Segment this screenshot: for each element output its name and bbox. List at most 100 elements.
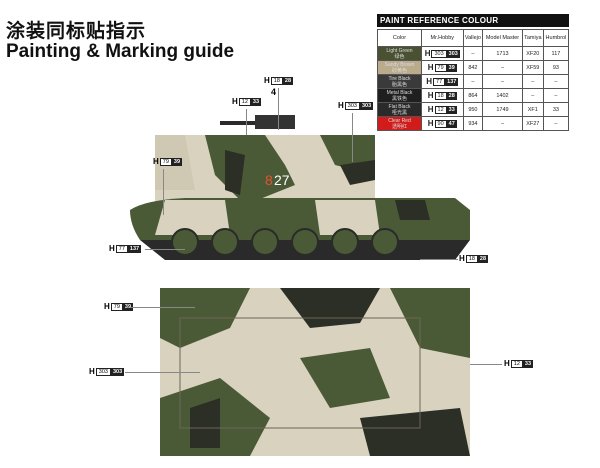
code-h: 77 [433,77,446,86]
code-c: 303 [359,101,374,110]
code-h: 12 [434,105,447,114]
code-c: 28 [477,254,489,263]
leader-line [130,307,195,308]
code-prefix: H [426,77,433,86]
humbrol: – [542,74,570,89]
model-master: 1749 [482,102,523,117]
model-master: 1402 [482,88,523,103]
color-name-cn: 透明红 [391,123,407,130]
tamiya: XF1 [521,102,544,117]
color-name: Light Green [386,47,413,54]
code-prefix: H [104,302,110,311]
leader-line [125,372,200,373]
tamiya: – [521,74,544,89]
code-prefix: H [427,63,434,72]
code-c: 47 [446,119,457,128]
humbrol: – [542,116,570,131]
code-c: 303 [110,367,125,376]
color-name: Flat Black [388,103,411,110]
leader-line [163,169,164,215]
code-h: 79 [434,63,447,72]
column-header: Vallejo [462,29,484,47]
code-c: 303 [446,49,460,58]
vallejo: – [462,46,484,61]
humbrol: – [542,88,570,103]
code-prefix: H [338,101,344,110]
model-master: 1713 [482,46,523,61]
column-header: Humbrol [542,29,570,47]
code-h: 18 [465,254,478,263]
vallejo: 842 [462,60,484,75]
code-c: 33 [250,97,262,106]
column-header: Color [377,29,422,47]
code-h: 79 [110,302,123,311]
code-h: 90 [434,119,447,128]
color-name: Sandy Brown [384,61,415,68]
title-english: Painting & Marking guide [6,41,235,62]
code-c: 39 [171,157,183,166]
humbrol: 33 [542,102,570,117]
column-header: Mr.Hobby [421,29,464,47]
code-c: 39 [122,302,134,311]
tank-side-view: 8 27 [130,115,470,260]
code-prefix: H [427,105,434,114]
code-prefix: H [427,119,434,128]
vallejo: – [462,74,484,89]
code-h: 79 [159,157,172,166]
hull-number-red: 8 [265,172,273,188]
leader-line [145,249,185,250]
color-name: Tire Black [388,75,411,82]
tamiya: XF59 [521,60,544,75]
leader-line [278,88,279,130]
code-c: 39 [446,63,457,72]
color-name-cn: 黑铁色 [391,95,407,102]
tamiya: XF27 [521,116,544,131]
color-name-cn: 砂黄色 [391,67,407,74]
code-c: 137 [445,77,459,86]
leader-line [420,259,458,260]
code-prefix: H [153,157,159,166]
column-header: Tamiya [521,29,544,47]
code-c: 137 [127,244,142,253]
title-chinese: 涂装同标贴指示 [6,20,147,42]
leader-line [470,364,502,365]
tank-top-view [160,288,470,456]
code-h: 12 [238,97,251,106]
code-c: 28 [446,91,457,100]
code-h: 18 [434,91,447,100]
marker-number: 4 [271,87,277,97]
code-prefix: H [504,359,510,368]
tamiya: – [521,88,544,103]
column-header: Model Master [482,29,523,47]
leader-line [352,113,353,162]
code-c: 33 [522,359,534,368]
code-h: 303 [431,49,447,58]
code-prefix: H [427,91,434,100]
code-h: 303 [344,101,360,110]
code-prefix: H [89,367,95,376]
code-h: 77 [115,244,128,253]
code-h: 303 [95,367,111,376]
code-prefix: H [424,49,431,58]
